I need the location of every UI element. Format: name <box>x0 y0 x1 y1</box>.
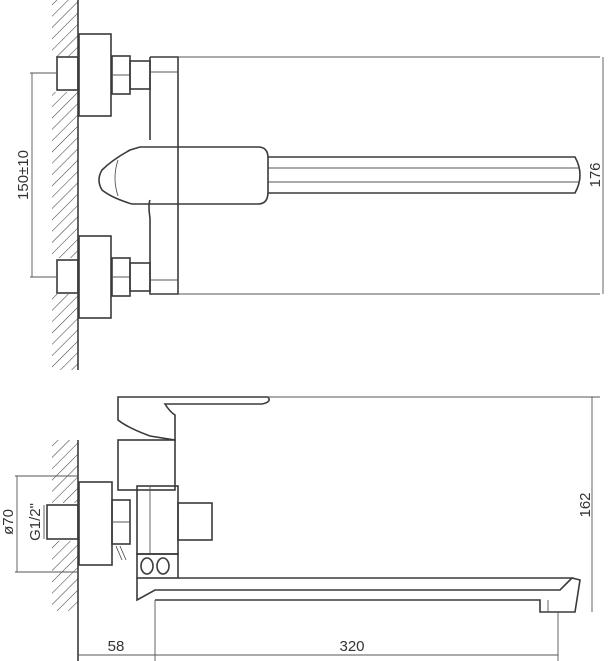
wall-hatch <box>52 541 78 611</box>
valve-block <box>136 485 179 555</box>
handle <box>117 396 270 441</box>
dim-inlet-spacing: 150±10 <box>15 150 32 200</box>
wall-hatch <box>52 294 78 370</box>
connector <box>129 60 151 90</box>
dim-thread: G1/2" <box>27 503 44 541</box>
wall-hatch <box>52 92 78 258</box>
inlet-pipe <box>46 504 79 540</box>
wall-flange <box>78 33 112 117</box>
dim-spout-length: 320 <box>339 638 364 655</box>
screw-hole <box>140 557 154 575</box>
wall-hatch <box>52 0 78 57</box>
top-view: 150±10 176 <box>15 0 604 370</box>
wall-hatch <box>52 440 78 503</box>
handle-lever <box>98 146 269 205</box>
dim-wall-to-spout: 58 <box>108 638 125 655</box>
inlet-pipe <box>56 56 79 91</box>
mixer-body <box>148 56 179 295</box>
inlet-pipe <box>56 259 79 294</box>
screw-hole <box>156 557 170 575</box>
wall-flange <box>78 235 112 319</box>
dim-top-height: 176 <box>587 162 604 187</box>
dim-side-height: 162 <box>577 492 594 517</box>
spout <box>136 577 574 602</box>
side-view: ø70 G1/2" 162 58 320 <box>0 396 600 661</box>
outlet-stub <box>177 502 213 541</box>
dim-flange-diameter: ø70 <box>0 509 17 535</box>
cartridge-body <box>117 439 176 491</box>
spout <box>268 156 581 194</box>
connector <box>129 262 151 292</box>
wall-flange <box>78 481 113 566</box>
